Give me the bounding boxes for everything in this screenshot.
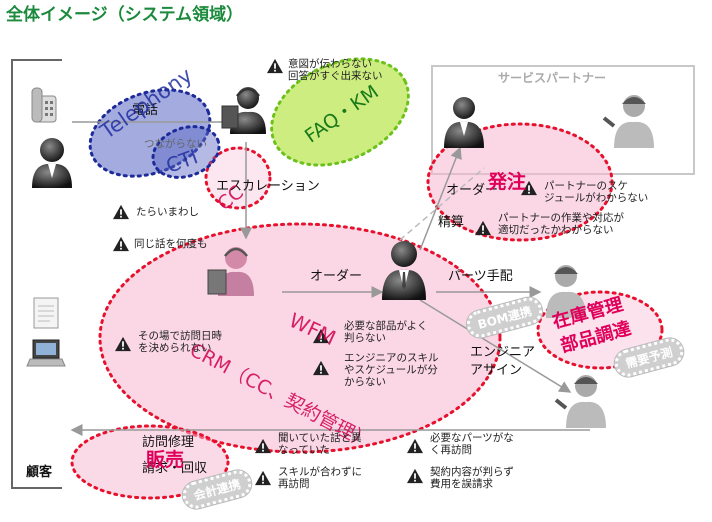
customer-bracket (11, 59, 62, 489)
telephony-region (88, 88, 212, 178)
partner-order-label: オーダー (446, 183, 499, 198)
issue-skill-mismatch: スキルが合わずに再訪問 (278, 466, 362, 491)
manager-icon (382, 241, 426, 300)
phone-label: 電話 (132, 103, 159, 118)
engineer-arrow (419, 299, 572, 393)
customer-person-icon (32, 138, 72, 188)
order-system-label: 発注 (488, 171, 527, 193)
telephone-icon (31, 87, 57, 123)
cti-region (151, 125, 221, 179)
partner-engineer-icon (602, 95, 654, 148)
settlement-label: 精算 (438, 215, 465, 230)
issue-different-story: 聞いていた話と異なっていた (278, 432, 362, 457)
issue-runaround: たらいまわし (136, 206, 199, 218)
billing-label: 請求・回収 (142, 461, 208, 476)
escalation-label: エスカレーション (216, 179, 320, 194)
laptop-icon (26, 339, 66, 367)
issue-missing-parts: 必要なパーツがなく再訪問 (430, 432, 514, 457)
visit-repair-label: 訪問修理 (142, 435, 195, 450)
sales-system-label: 販売 (146, 449, 185, 471)
customer-label: 顧客 (26, 465, 53, 480)
operator-icon-center (207, 247, 254, 296)
issue-repeat: 同じ話を何度も (134, 238, 208, 250)
document-icon (33, 297, 59, 329)
issue-partner-work: パートナーの作業や対応が適切だったかわからない (498, 212, 624, 237)
partner-order-arrow (419, 146, 462, 251)
engineer-assign-label-2: アサイン (470, 363, 523, 378)
order-region (426, 122, 614, 242)
cc-region (204, 146, 272, 210)
page-title: 全体イメージ（システム領域） (6, 5, 244, 25)
issue-engineer-skill: エンジニアのスキルやスケジュールが分からない (344, 352, 439, 389)
faq-region (270, 57, 410, 167)
sales-region (70, 424, 230, 500)
parts-engineer-icon (546, 265, 586, 318)
issue-visit-date: その場で訪問日時を決められない (138, 330, 222, 355)
service-partner-label: サービスパートナー (498, 71, 607, 85)
issue-partner-schedule: パートナーのスケジュールがわからない (544, 180, 649, 205)
partner-manager-icon (444, 97, 484, 148)
engineer-assign-label-1: エンジニア (470, 345, 536, 360)
operator-icon-top (221, 87, 266, 134)
issue-parts: 必要な部品がよく判らない (344, 320, 428, 345)
field-engineer-icon (554, 375, 606, 428)
dashed-line (399, 167, 485, 241)
issue-billing-error: 契約内容が判らず費用を誤請求 (430, 466, 514, 491)
order-label: オーダー (310, 269, 363, 284)
issue-unreachable: つながらない (144, 138, 207, 150)
parts-label: パーツ手配 (448, 269, 513, 284)
issue-intent: 意図が伝わらない回答がすぐ出来ない (288, 58, 383, 83)
